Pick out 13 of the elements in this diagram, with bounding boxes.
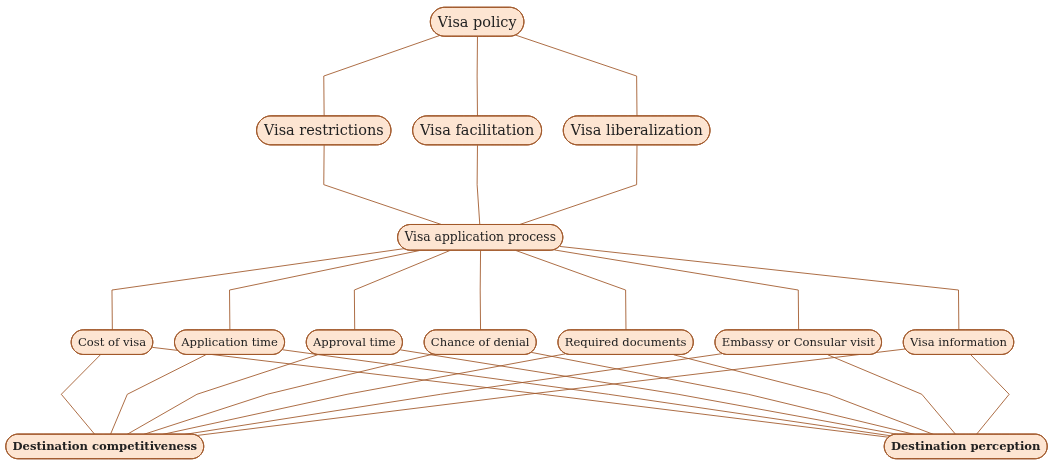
connector xyxy=(60,354,101,435)
connector xyxy=(553,249,800,331)
connector xyxy=(282,349,892,437)
connector xyxy=(111,248,405,331)
connector xyxy=(476,36,478,117)
connector xyxy=(476,144,481,226)
connector xyxy=(323,35,441,117)
connector xyxy=(827,354,957,435)
connector xyxy=(110,354,207,435)
connector xyxy=(559,246,960,331)
connector xyxy=(479,250,481,331)
connector xyxy=(515,34,638,117)
connector xyxy=(970,354,1010,435)
